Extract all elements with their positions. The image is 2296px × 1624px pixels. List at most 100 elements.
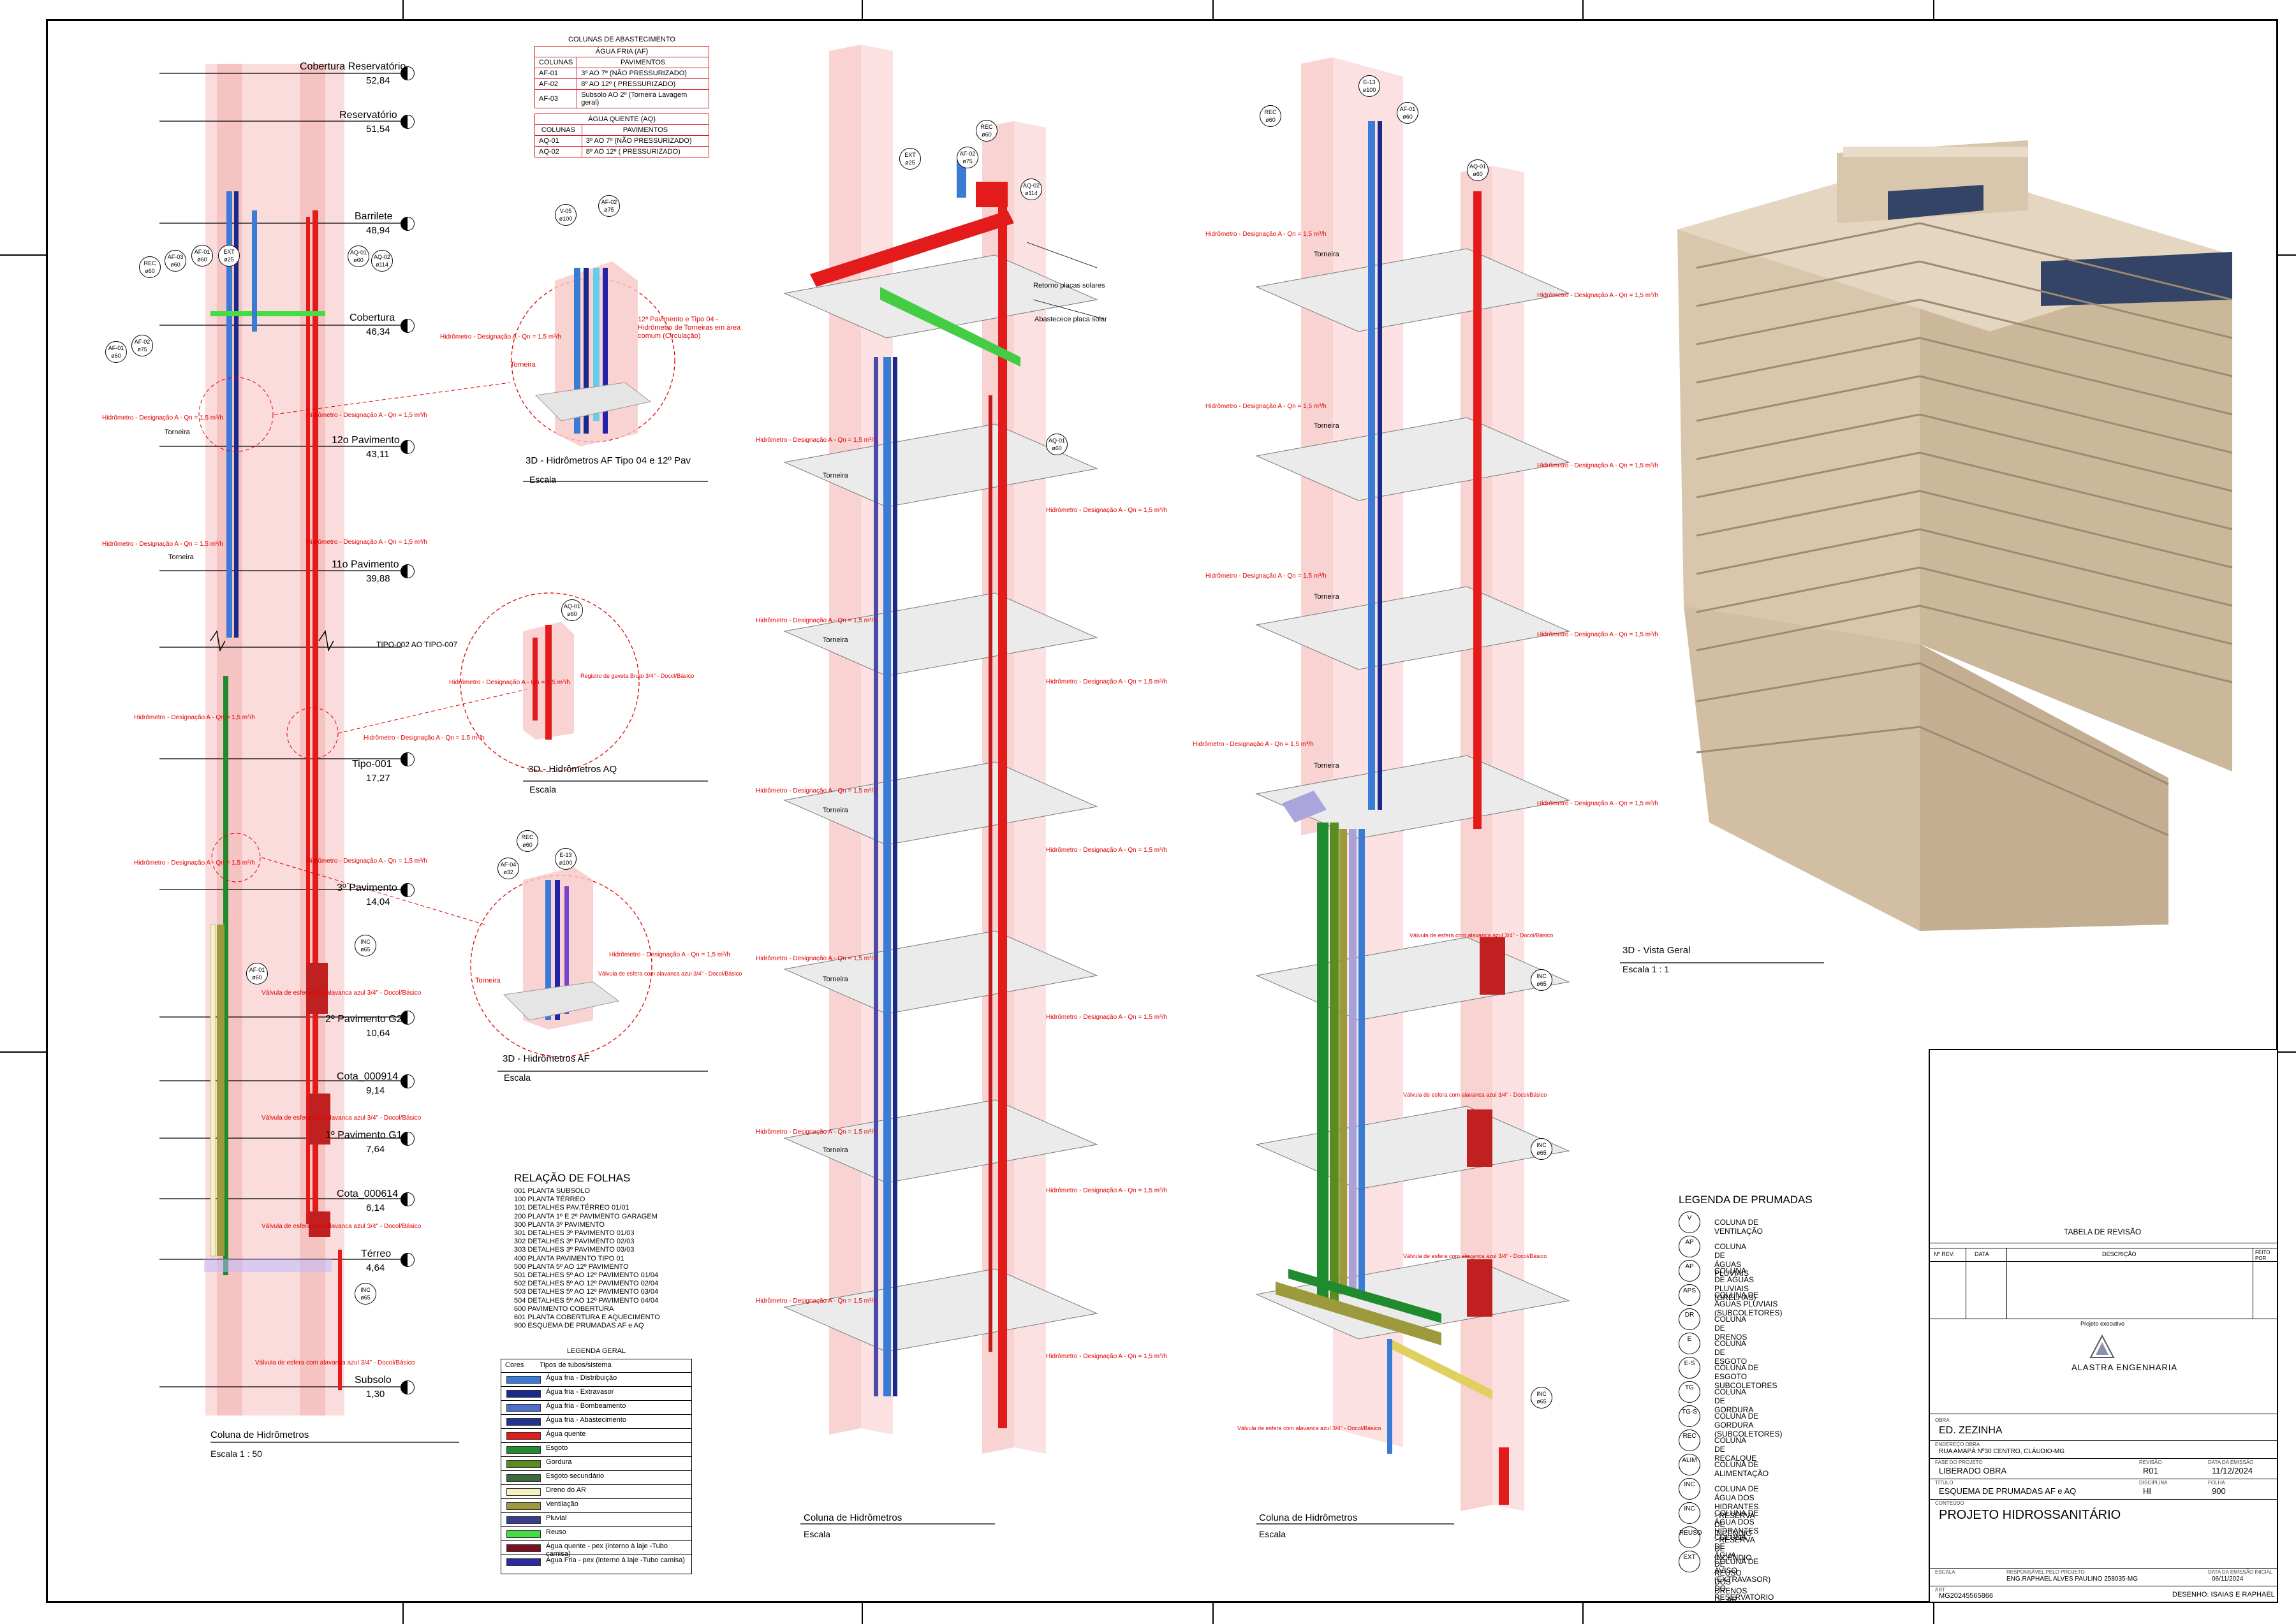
legend-row: Ventilação [501,1498,691,1513]
legend-swatch [506,1530,541,1538]
legend-label: Esgoto [546,1444,568,1452]
tap-label: Torneira [823,1146,848,1154]
riser-code-bubble: DR [1679,1308,1700,1330]
riser-code: REUSO [1679,1530,1702,1537]
hydrometer-note: Hidrômetro - Designação A - Qn = 1,5 m³/… [306,858,427,865]
sheet-list-item: 100 PLANTA TÉRREO [514,1196,585,1204]
riser-code: V [1687,1215,1692,1222]
table-cell: AQ-01 [534,135,582,147]
riser-code-bubble: AP [1679,1236,1700,1257]
sheet-list-item: 200 PLANTA 1º E 2º PAVIMENTO GARAGEM [514,1212,658,1220]
riser-code: APS [1682,1287,1696,1294]
riser-code-bubble: REUSO [1679,1526,1702,1548]
revisao-label: REVISÃO [2139,1459,2162,1465]
riser-label: COLUNA DE ÁGUA DE REUSO DOS DRENOS DE AR [1714,1533,1748,1604]
hydrometer-note: Hidrômetro - Designação A - Qn = 1,5 m³/… [364,735,485,742]
level-value: 10,64 [366,1028,390,1039]
pipe-bubble: AQ-01 ø60 [1046,434,1068,455]
view-scale: Escala [1259,1529,1286,1539]
table-cell: 3º AO 7º (NÃO PRESSURIZADO) [581,135,710,147]
level-value: 6,14 [366,1203,385,1213]
revision-rows: Nº REV. DATA DESCRIÇÃO FEITO POR [1930,1248,2277,1319]
break-lines [210,630,334,652]
sheet-frame [46,19,2278,1603]
level-marker-icon [401,217,415,231]
level-marker-icon [401,1074,415,1088]
riser-legend-title: LEGENDA DE PRUMADAS [1679,1194,1813,1206]
legend-row: Esgoto secundário [501,1470,691,1485]
sheet-list-item: 500 PLANTA 5º AO 12º PAVIMENTO [514,1262,629,1271]
rev-col: FEITO POR [2255,1250,2270,1261]
hydrometer-note: Hidrômetro - Designação A - Qn = 1,5 m³/… [134,860,255,867]
hydrometer-note: Hidrômetro - Designação A - Qn = 1,5 m³/… [134,714,255,721]
pipe-bubble: AF-01 ø60 [246,963,268,984]
legend-row: Água quente [501,1428,691,1443]
level-value: 52,84 [366,75,390,86]
sheet-list-item: 400 PLANTA PAVIMENTO TIPO 01 [514,1254,624,1262]
pipe-bubble: AF-01 ø60 [105,341,127,363]
view-scale: Escala [529,784,557,794]
revision-title: TABELA DE REVISÃO [2064,1227,2142,1236]
riser-code: EXT [1683,1554,1696,1561]
valve-note: Válvula de esfera com alavanca azul 3/4"… [261,1223,422,1230]
hydrometer-note: Hidrômetro - Designação A - Qn = 1,5 m³/… [1046,847,1167,854]
riser-code-bubble: TG [1679,1381,1700,1403]
af-header: ÁGUA FRIA (AF) [534,46,709,57]
table-cell: AQ-02 [534,146,582,157]
riser-code: E [1687,1336,1692,1343]
legend-label: Gordura [546,1458,572,1466]
view-scale: Escala 1 : 1 [1623,964,1670,974]
revisao-value: R01 [2143,1466,2158,1475]
valve-note: Válvula de esfera com alavanca azul 3/4"… [261,1115,422,1122]
sheet-list-item: 101 DETALHES PAV.TÉRREO 01/01 [514,1204,629,1212]
sheet-list-item: 600 PAVIMENTO COBERTURA [514,1305,614,1313]
pipe-bubble: EXT ø25 [218,245,240,267]
hydrometer-note: Hidrômetro - Designação A - Qn = 1,5 m³/… [440,333,561,340]
tap-label: Torneira [475,977,501,984]
legend-row: Água fria - Bombeamento [501,1400,691,1415]
art-label: ART [1935,1587,1945,1593]
hydrometer-note: Hidrômetro - Designação A - Qn = 1,5 m³/… [1537,462,1658,469]
obra-field: OBRA [1935,1417,1950,1423]
pipe-bubble: INC ø65 [1531,969,1552,991]
level-value: 17,27 [366,773,390,784]
legend-label: Água quente - pex (interno à laje -Tubo … [546,1542,668,1558]
hydrometer-note: Hidrômetro - Designação A - Qn = 1,5 m³/… [756,437,877,444]
hydrometer-note: Hidrômetro - Designação A - Qn = 1,5 m³/… [1046,1014,1167,1021]
level-name: TIPO-002 AO TIPO-007 [376,640,458,649]
riser-code-bubble: TG-S [1679,1405,1700,1427]
desenho-value: DESENHO: ISAIAS E RAPHAEL [2172,1591,2275,1598]
view-scale: Escala 1 : 50 [210,1449,262,1459]
riser-label: COLUNA DE VENTILAÇÃO [1714,1218,1763,1236]
conteudo-value: PROJETO HIDROSSANITÁRIO [1939,1508,2121,1522]
hydrometer-note: Hidrômetro - Designação A - Qn = 1,5 m³/… [1205,231,1327,238]
hydrometer-note: Hidrômetro - Designação A - Qn = 1,5 m³/… [756,1129,877,1136]
view-title: 3D - Hidrômetros AF [503,1053,590,1064]
riser-label: COLUNA DE ESGOTO [1714,1339,1748,1366]
rev-col: DESCRIÇÃO [2102,1251,2137,1257]
riser-3-pipes [1276,121,1509,1505]
valve-note: Válvula de esfera com alavanca azul 3/4"… [1403,1253,1547,1259]
hydrometer-note: Hidrômetro - Designação A - Qn = 1,5 m³/… [102,414,223,421]
tap-label: Torneira [823,472,848,479]
solar-return-note: Retorno placas solares [1033,282,1105,289]
riser-code-bubble: EXT [1679,1551,1700,1572]
level-marker-icon [401,66,415,80]
riser-2-shafts [829,45,1046,1454]
rev-col: Nº REV. [1934,1251,1955,1257]
legend-swatch [506,1446,541,1454]
detail-1-shaft [534,261,652,446]
pipe-bubble: INC ø65 [1531,1387,1552,1408]
riser-label: COLUNA DE ÁGUAS PLUVIAIS (GRELHAS) [1714,1266,1756,1302]
table-cell: AF-03 [534,89,578,108]
legend-label: Esgoto secundário [546,1472,605,1480]
legend-col-header: Tipos de tubos/sistema [540,1361,612,1369]
level-value: 7,64 [366,1144,385,1155]
valve-note: Válvula de esfera com alavanca azul 3/4"… [1237,1425,1381,1431]
riser-label: COLUNA DE GORDURA (SUBCOLETORES) [1714,1412,1783,1438]
riser-code-bubble: E [1679,1333,1700,1354]
legend-row: Água fria - Extravasor [501,1386,691,1401]
hydrometer-note: Hidrômetro - Designação A - Qn = 1,5 m³/… [756,955,877,962]
sheet-list-item: 300 PLANTA 3º PAVIMENTO [514,1220,605,1229]
hydrometer-note: Hidrômetro - Designação A - Qn = 1,5 m³/… [1193,741,1314,748]
